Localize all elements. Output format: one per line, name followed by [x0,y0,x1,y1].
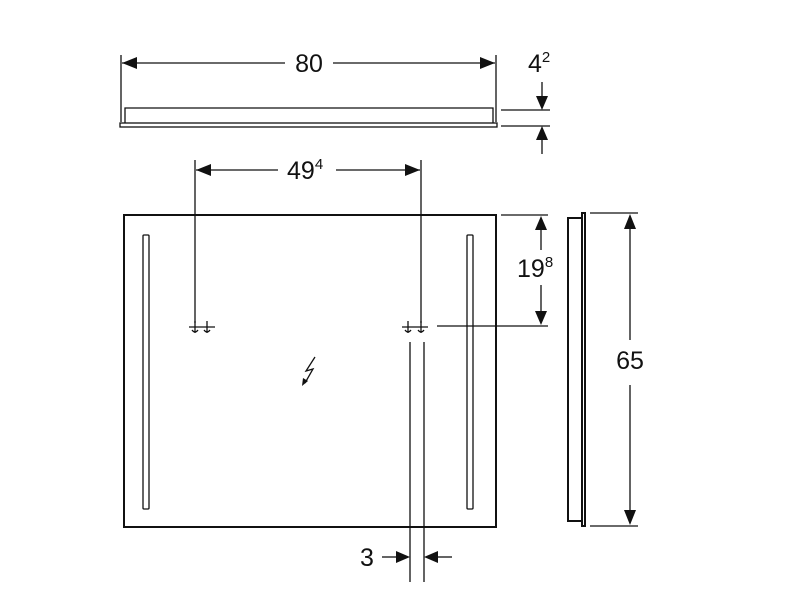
hole-height-label: 198 [517,254,553,283]
hole-spacing-dimension: 494 [194,156,422,323]
right-hanger-icon [402,321,428,333]
hook-width-dimension: 3 [360,342,452,582]
depth-dimension: 42 [501,49,550,154]
height-label: 65 [616,347,644,375]
hook-width-label: 3 [360,544,374,572]
front-view [123,214,497,528]
left-led-strip [142,234,150,510]
depth-label: 42 [528,49,550,78]
hole-spacing-label: 494 [287,156,323,185]
width-label: 80 [295,50,323,78]
top-view [119,55,498,128]
right-led-strip [466,234,474,510]
hole-height-dimension: 198 [437,214,553,327]
electrical-connection-icon [302,356,316,386]
left-hanger-icon [189,321,215,333]
width-dimension: 80 [122,50,495,78]
side-view [567,212,586,527]
height-dimension: 65 [590,212,644,527]
